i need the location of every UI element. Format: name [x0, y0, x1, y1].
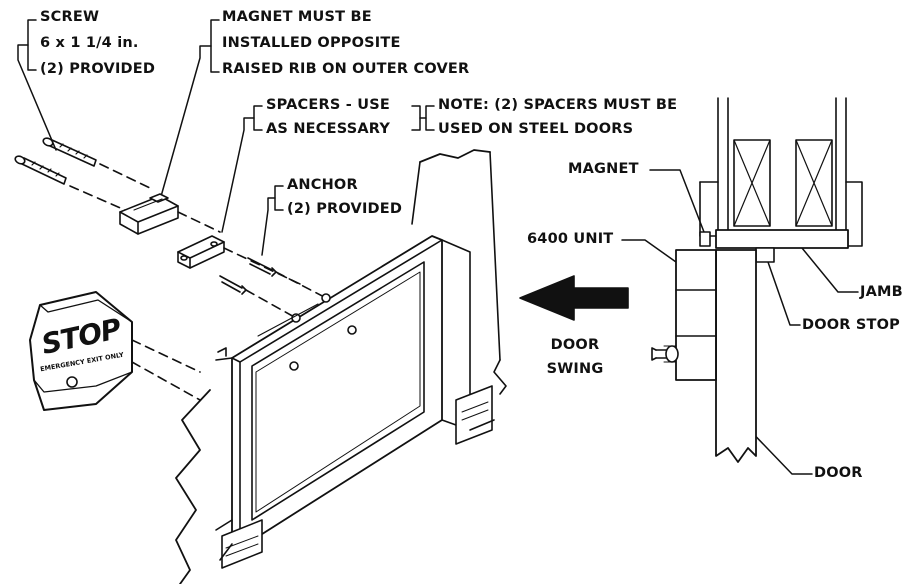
screw-lower	[14, 155, 67, 185]
spacers-bracket	[253, 105, 263, 131]
screw-bracket	[27, 19, 37, 71]
magnet-note-line-2: INSTALLED OPPOSITE	[222, 35, 401, 51]
magnet-note-line-3: RAISED RIB ON OUTER COVER	[222, 61, 470, 77]
spacers-note-line-2: USED ON STEEL DOORS	[438, 121, 634, 137]
label-brackets	[17, 19, 859, 475]
jamb-section	[699, 97, 863, 263]
anchor-label-line-2: (2) PROVIDED	[287, 201, 403, 217]
unit-label: 6400 UNIT	[527, 231, 614, 247]
anchors	[219, 257, 331, 319]
anchor-bracket	[274, 185, 284, 211]
magnet-leader	[649, 169, 705, 233]
screw-upper	[42, 137, 97, 167]
spacers	[177, 235, 301, 285]
door-stop-label: DOOR STOP	[802, 317, 900, 333]
spacers-note-line-1: NOTE: (2) SPACERS MUST BE	[438, 97, 678, 113]
door-label: DOOR	[814, 465, 863, 481]
door-stop-leader	[767, 261, 801, 326]
spacers-right-bracket	[411, 105, 421, 131]
magnet-note-bracket	[210, 19, 220, 73]
magnet-block	[119, 193, 221, 235]
door-leader	[739, 419, 813, 475]
spacers-label-line-2: AS NECESSARY	[266, 121, 391, 137]
unit-section	[651, 249, 717, 381]
spacers-label-line-1: SPACERS - USE	[266, 97, 390, 113]
door-swing-label-line-1: DOOR	[550, 337, 600, 353]
anchor-label-line-1: ANCHOR	[287, 177, 358, 193]
magnet-note-line-1: MAGNET MUST BE	[222, 9, 372, 25]
magnet-label: MAGNET	[568, 161, 639, 177]
door-section	[715, 249, 757, 463]
spacers-note-bracket	[425, 105, 435, 131]
unit-leader	[621, 239, 677, 263]
jamb-label: JAMB	[860, 284, 903, 300]
screw-leader	[17, 44, 57, 151]
magnet-note-leader	[159, 45, 212, 201]
stop-sign-cover	[29, 291, 201, 411]
screws	[14, 137, 151, 211]
door-panel	[175, 149, 507, 584]
screw-label-line-2: 6 x 1 1/4 in.	[40, 35, 139, 51]
screw-label-line-1: SCREW	[40, 9, 100, 25]
jamb-leader	[801, 247, 859, 293]
screw-label-line-3: (2) PROVIDED	[40, 61, 156, 77]
door-swing-arrow	[519, 275, 629, 321]
spacers-leader	[221, 117, 255, 233]
anchor-leader	[261, 197, 276, 256]
door-swing-label-line-2: SWING	[546, 361, 604, 377]
